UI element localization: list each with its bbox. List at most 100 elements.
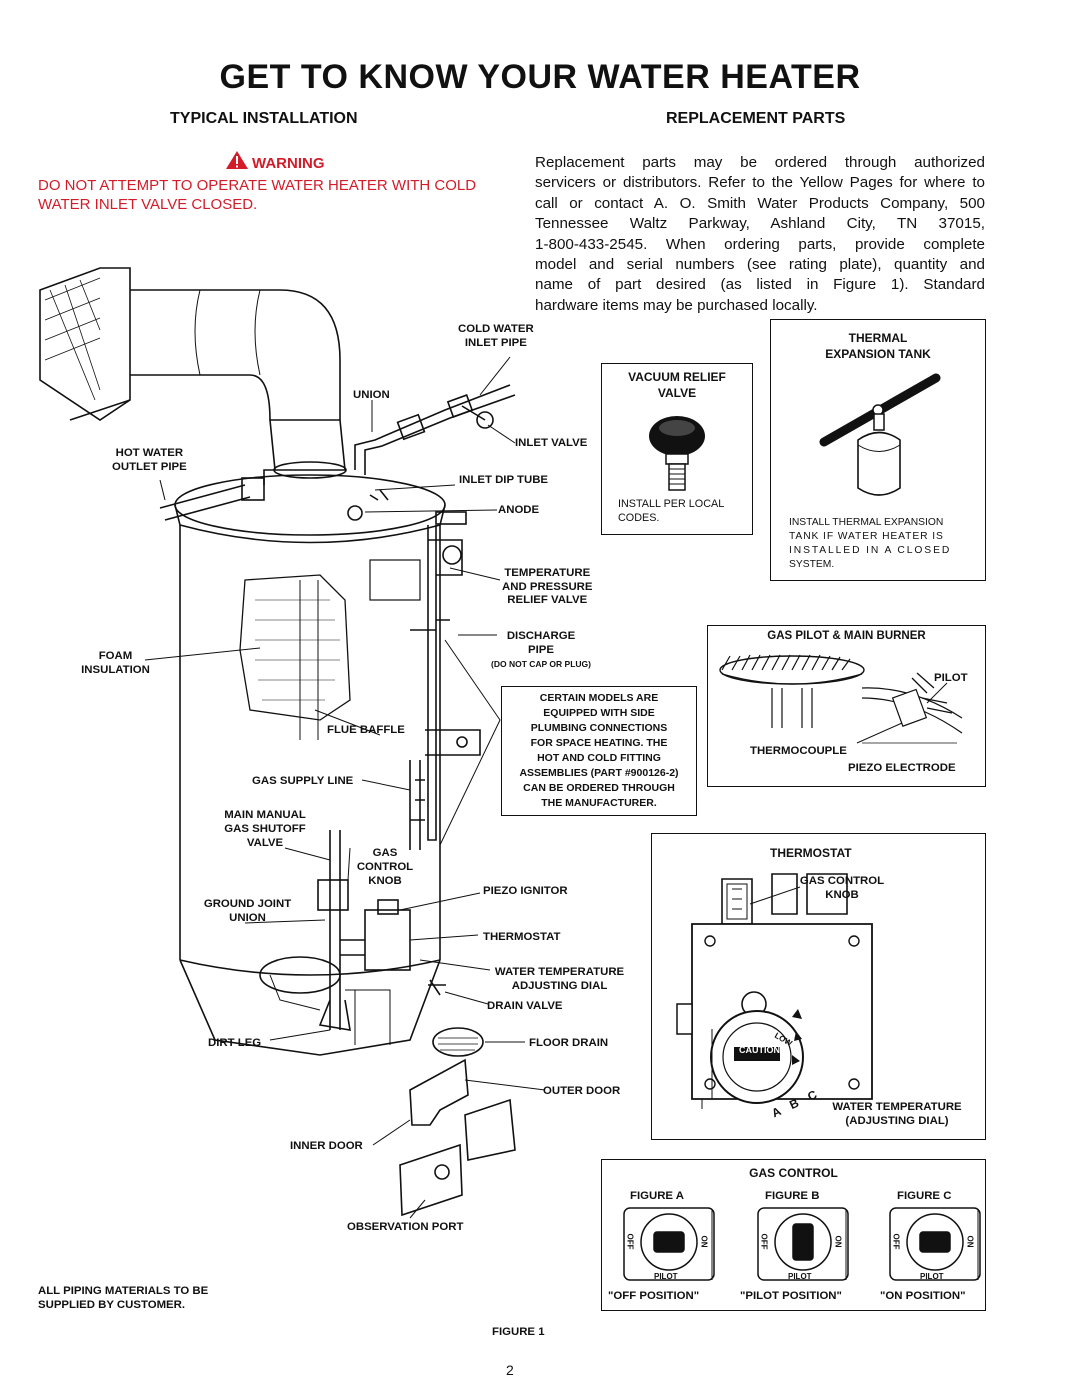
label-line: GAS SHUTOFF (224, 823, 306, 835)
vent-hood (39, 267, 131, 421)
label-line: RELIEF VALVE (507, 594, 588, 606)
label-line: FOR SPACE HEATING. THE (530, 737, 668, 749)
gas-control-knobs (623, 1207, 981, 1281)
fig-c-pilot: PILOT (920, 1272, 944, 1281)
page-title: GET TO KNOW YOUR WATER HEATER (219, 58, 861, 96)
fig-c-on: ON (965, 1235, 975, 1248)
floor-drain (432, 1027, 484, 1057)
expansion-tank-drawing (819, 373, 941, 496)
paragraph-line: Tennessee Waltz Parkway, Ashland City, T… (535, 215, 985, 233)
figure-a-label: FIGURE A (630, 1190, 684, 1202)
tank (174, 474, 446, 1056)
label-inner-door: INNER DOOR (290, 1140, 363, 1152)
expansion-tank-title: THERMAL EXPANSION TANK (771, 330, 985, 362)
label-observation-port: OBSERVATION PORT (347, 1221, 464, 1233)
label-gas-control-knob: GAS CONTROL KNOB (355, 846, 415, 888)
label-line: KNOB (368, 875, 402, 887)
label-ground-joint-union: GROUND JOINT UNION (200, 897, 295, 925)
paragraph-line: call or contact A. O. Smith Water Produc… (535, 194, 985, 212)
paragraph-line: name of part desired (as listed in Figur… (535, 276, 985, 294)
pilot-burner-box: GAS PILOT & MAIN BURNER PILOT THERMOCOUP… (707, 625, 986, 787)
label-foam: FOAM INSULATION (78, 649, 153, 677)
thermostat-drawing (676, 873, 873, 1109)
label-anode: ANODE (498, 504, 540, 516)
fig-c-off: OFF (891, 1233, 901, 1250)
gas-control-title: GAS CONTROL (749, 1166, 838, 1180)
label-union: UNION (353, 389, 390, 401)
label-cold-water: COLD WATER INLET PIPE (458, 322, 534, 350)
label-piezo-ignitor: PIEZO IGNITOR (483, 885, 568, 897)
gas-control-box: GAS CONTROL FIGURE A FIGURE B FIGURE C O… (601, 1159, 986, 1311)
vacuum-relief-note: INSTALL PER LOCAL CODES. (618, 497, 724, 525)
label-tp-valve: TEMPERATURE AND PRESSURE RELIEF VALVE (502, 567, 593, 608)
vacuum-relief-title: VACUUM RELIEF VALVE (602, 369, 752, 401)
figure-c-label: FIGURE C (897, 1190, 952, 1202)
label-main-manual-valve: MAIN MANUAL GAS SHUTOFF VALVE (220, 808, 310, 850)
figure-a-position: "OFF POSITION" (608, 1290, 700, 1302)
label-line: GROUND JOINT (203, 898, 292, 910)
caution-label: CAUTION (739, 1045, 780, 1055)
label-hot-water: HOT WATER OUTLET PIPE (112, 446, 187, 474)
label-line: CERTAIN MODELS ARE (539, 692, 659, 704)
fig-a-off: OFF (625, 1233, 635, 1250)
label-line: TEMPERATURE (504, 567, 591, 579)
fig-b-pilot: PILOT (788, 1272, 812, 1281)
piping-note: ALL PIPING MATERIALS TO BE SUPPLIED BY C… (38, 1284, 208, 1312)
label-inlet-dip-tube: INLET DIP TUBE (459, 474, 549, 486)
label-line: CODES. (618, 512, 660, 524)
label-line: EQUIPPED WITH SIDE (543, 707, 655, 719)
paragraph-line: hardware items may be purchased locally. (535, 296, 818, 314)
label-line: VALVE (246, 837, 284, 849)
burner-drawing (719, 654, 963, 744)
tp-relief-valve (410, 511, 467, 841)
thermostat-leader (749, 886, 801, 905)
flue-pipe (130, 289, 347, 479)
thermostat-gas-control-knob-label: GAS CONTROL KNOB (792, 874, 892, 902)
figure-b-position: "PILOT POSITION" (740, 1290, 842, 1302)
thermocouple-label: THERMOCOUPLE (750, 745, 847, 757)
pilot-burner-title: GAS PILOT & MAIN BURNER (767, 630, 926, 642)
label-line: GAS (372, 847, 398, 859)
label-line: OUTLET PIPE (112, 461, 187, 473)
fig-a-pilot: PILOT (654, 1272, 678, 1281)
label-line: VACUUM RELIEF (628, 370, 726, 384)
label-line: (DO NOT CAP OR PLUG) (491, 659, 591, 669)
label-line: INSTALL PER LOCAL (618, 498, 725, 510)
fig-b-off: OFF (759, 1233, 769, 1250)
label-line: HOT AND COLD FITTING (537, 752, 661, 764)
label-line: (ADJUSTING DIAL) (845, 1115, 949, 1127)
typical-installation-heading: TYPICAL INSTALLATION (170, 110, 358, 127)
certain-models-text: CERTAIN MODELS ARE EQUIPPED WITH SIDE PL… (502, 691, 696, 811)
label-line: ALL PIPING MATERIALS TO BE (38, 1285, 209, 1297)
label-inlet-valve: INLET VALVE (515, 437, 588, 449)
label-floor-drain: FLOOR DRAIN (529, 1037, 609, 1049)
label-line: SYSTEM. (789, 559, 835, 570)
label-flue-baffle: FLUE BAFFLE (327, 724, 405, 736)
fig-b-on: ON (833, 1235, 843, 1248)
label-discharge-pipe: DISCHARGE PIPE (DO NOT CAP OR PLUG) (476, 629, 606, 671)
vacuum-relief-valve-drawing (649, 416, 705, 491)
label-line: KNOB (825, 889, 859, 901)
label-drain-valve: DRAIN VALVE (487, 1000, 563, 1012)
expansion-tank-note: INSTALL THERMAL EXPANSION TANK IF WATER … (789, 516, 951, 572)
warning-icon (225, 150, 249, 170)
label-line: ADJUSTING DIAL (511, 980, 608, 992)
label-line: CAN BE ORDERED THROUGH (523, 782, 675, 794)
label-line: MAIN MANUAL (224, 809, 306, 821)
figure-caption: FIGURE 1 (492, 1326, 545, 1338)
expansion-tank-box: THERMAL EXPANSION TANK INSTALL THERMAL E… (770, 319, 986, 581)
anode-and-dip-tube (347, 489, 389, 521)
label-line: GAS CONTROL (799, 875, 885, 887)
label-line: INSTALLED IN A CLOSED (789, 545, 952, 556)
page-number: 2 (506, 1362, 514, 1378)
side-connections (409, 729, 481, 850)
label-line: FOAM (98, 650, 133, 662)
paragraph-line: model and serial numbers (see rating pla… (535, 256, 985, 274)
cold-water-pipe (354, 384, 516, 475)
certain-models-box: CERTAIN MODELS ARE EQUIPPED WITH SIDE PL… (501, 686, 697, 816)
thermostat-box: THERMOSTAT CAUTION LOW A B C GAS CONTROL… (651, 833, 986, 1140)
replacement-parts-heading: REPLACEMENT PARTS (666, 110, 846, 127)
vacuum-relief-box: VACUUM RELIEF VALVE INSTALL PER LOCAL CO… (601, 363, 753, 535)
label-line: INSULATION (81, 664, 150, 676)
thermostat-water-temp-label: WATER TEMPERATURE (ADJUSTING DIAL) (822, 1100, 972, 1128)
